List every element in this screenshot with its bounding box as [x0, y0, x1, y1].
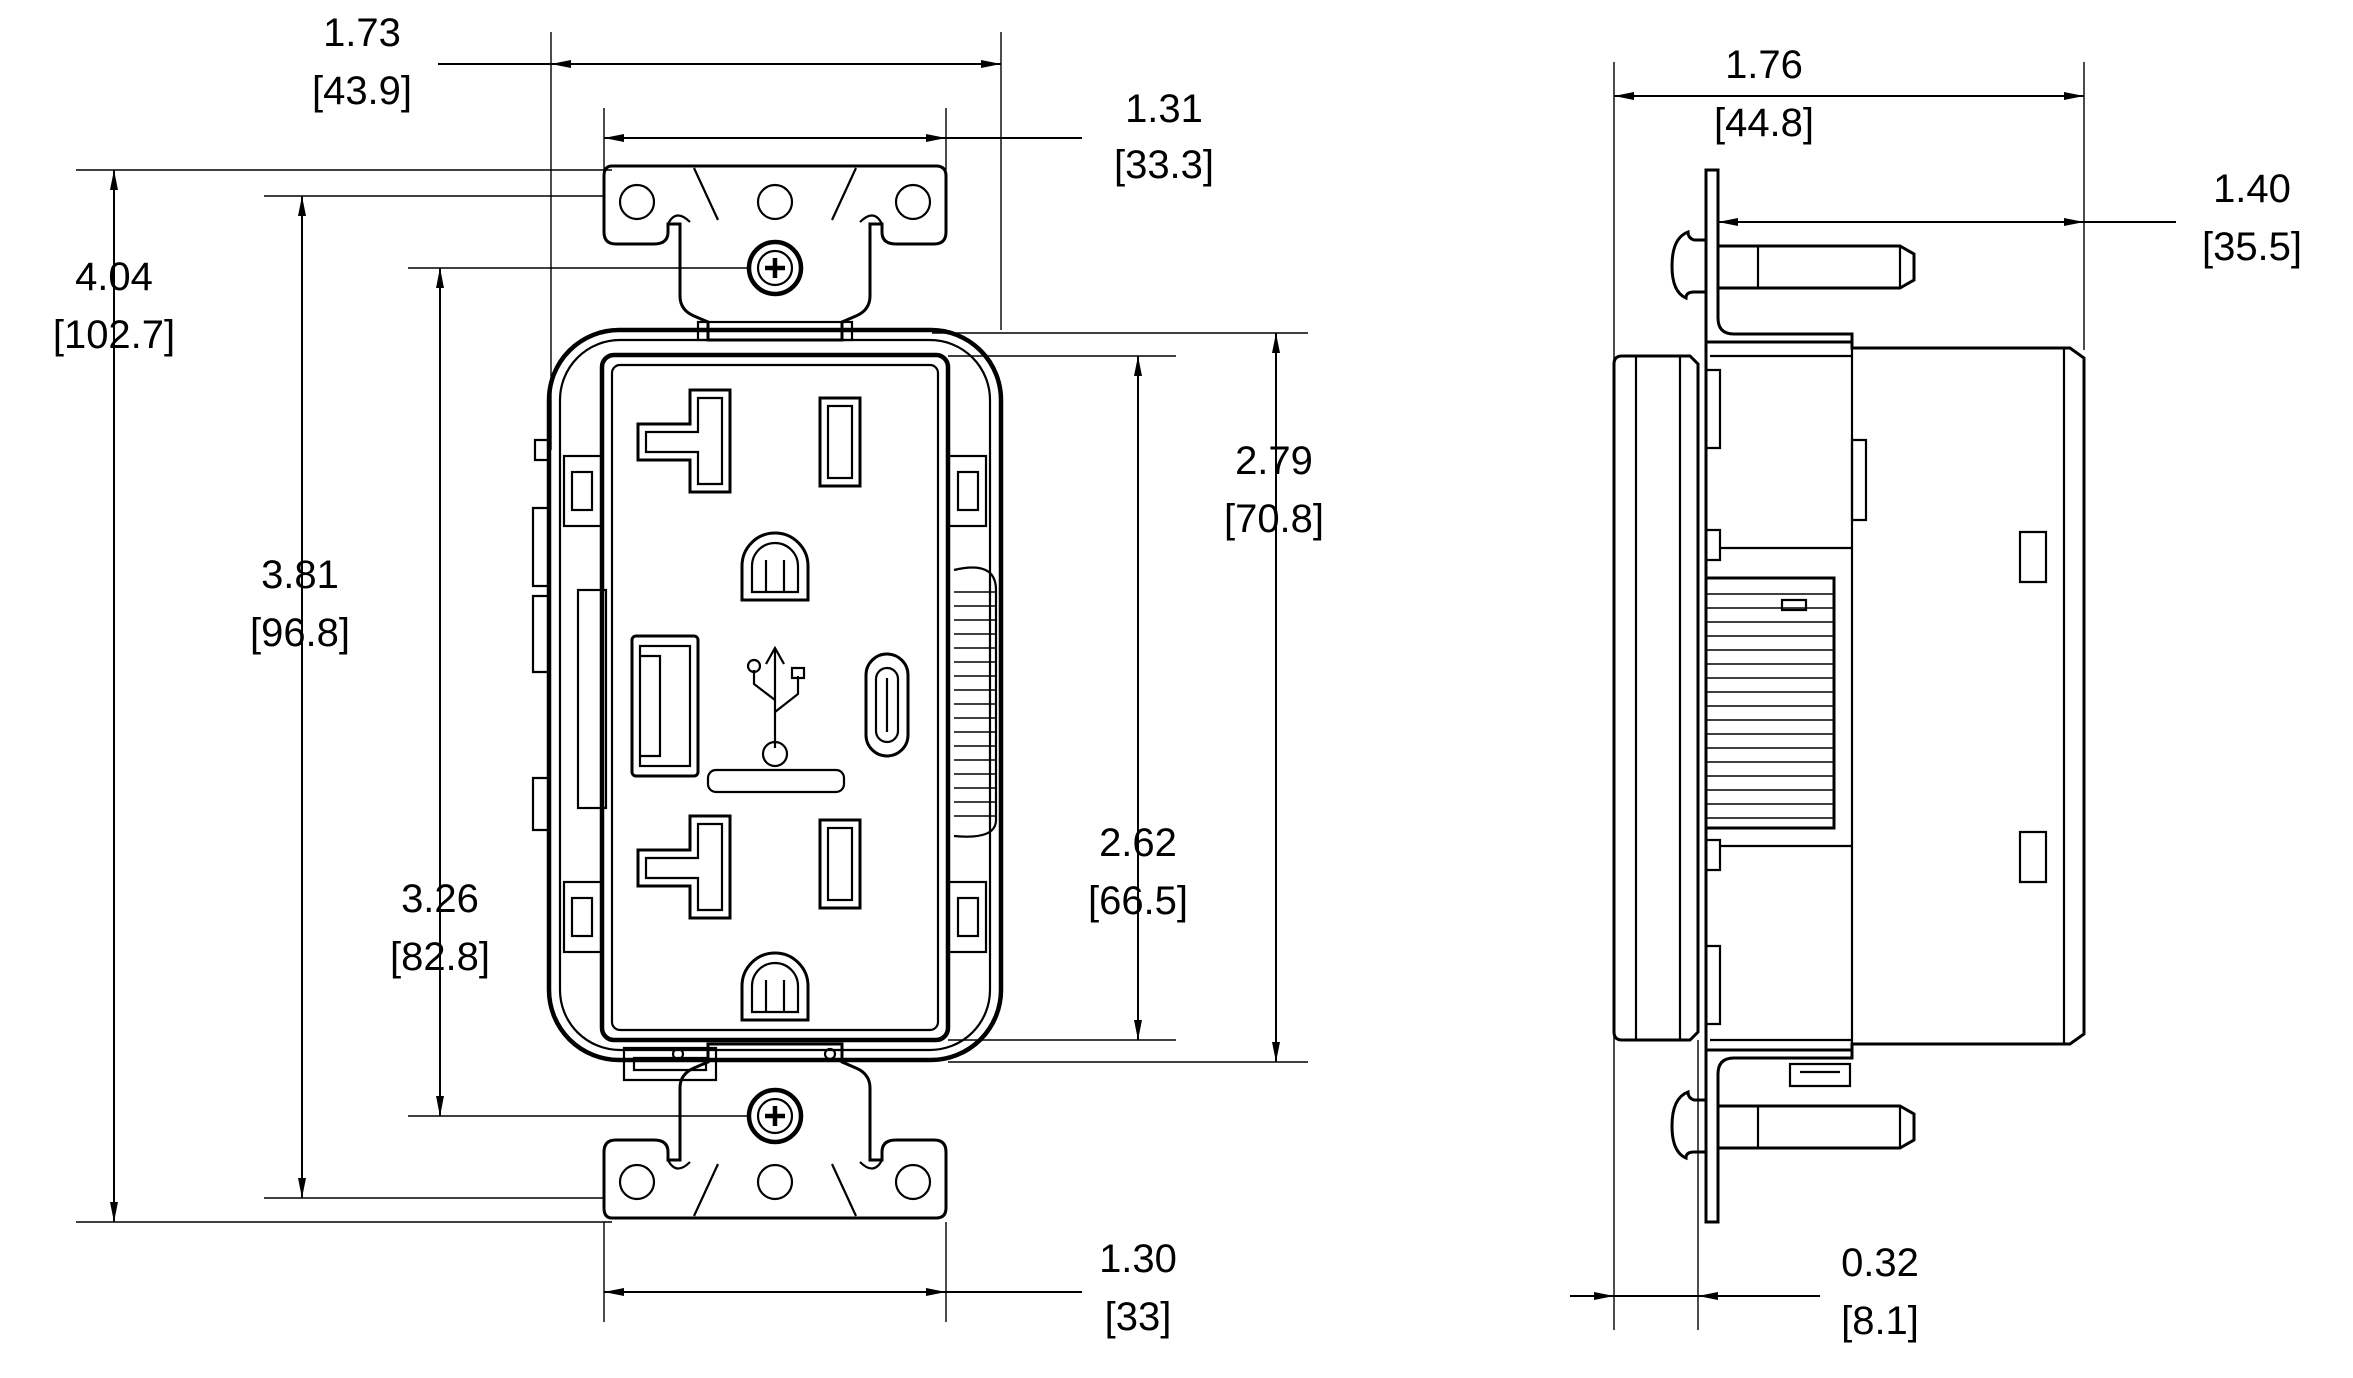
dim-overall-height: 4.04 [102.7] [53, 255, 175, 357]
dim-mm: [43.9] [312, 69, 412, 113]
upper-outlet [636, 388, 862, 602]
dim-inch: 1.31 [1125, 87, 1203, 131]
dim-face-height: 2.62 [66.5] [1088, 821, 1188, 923]
dim-body-height: 2.79 [70.8] [1224, 439, 1324, 541]
dim-screw-spacing: 3.26 [82.8] [390, 877, 490, 979]
top-mounting-strap [602, 164, 948, 342]
dim-mm: [66.5] [1088, 879, 1188, 923]
terminal-clip [946, 880, 988, 954]
dim-mm: [33.3] [1114, 143, 1214, 187]
dim-inch: 1.30 [1099, 1237, 1177, 1281]
lower-outlet [636, 814, 862, 1022]
side-face-plate [1612, 354, 1700, 1042]
side-dimensions [1570, 62, 2176, 1330]
dim-inch: 1.73 [323, 11, 401, 55]
dim-mm: [44.8] [1714, 101, 1814, 145]
usb-a-port [630, 634, 700, 778]
top-screw [746, 239, 804, 297]
side-view: 1.76 [44.8] 1.40 [35.5] 0.32 [8.1] [1570, 43, 2302, 1343]
usb-icon [746, 645, 806, 768]
dim-mm: [33] [1105, 1295, 1172, 1339]
dim-mm: [35.5] [2202, 225, 2302, 269]
front-dimensions [76, 32, 1308, 1322]
bottom-screw [746, 1087, 804, 1145]
dim-inch: 2.79 [1235, 439, 1313, 483]
dim-strap-hole-spacing: 1.31 [33.3] [1114, 87, 1214, 187]
dim-back-depth: 1.40 [35.5] [2202, 167, 2302, 269]
side-body [1704, 340, 2086, 1052]
usb-c-port [864, 652, 910, 758]
dim-face-depth: 0.32 [8.1] [1841, 1241, 1919, 1343]
indicator-bar [706, 768, 846, 794]
side-fin-block [1704, 576, 1836, 830]
dim-overall-depth: 1.76 [44.8] [1714, 43, 1814, 145]
dim-mm: [96.8] [250, 611, 350, 655]
dim-inch: 2.62 [1099, 821, 1177, 865]
side-fins [953, 566, 998, 838]
dim-strap-height: 3.81 [96.8] [250, 553, 350, 655]
dim-overall-width: 1.73 [43.9] [312, 11, 412, 113]
side-top-screw [1670, 229, 1916, 301]
dim-inch: 1.76 [1725, 43, 1803, 87]
receptacle-body [531, 327, 1004, 1063]
dim-inch: 3.26 [401, 877, 479, 921]
dim-inch: 0.32 [1841, 1241, 1919, 1285]
dim-mm: [82.8] [390, 935, 490, 979]
dim-inch: 1.40 [2213, 167, 2291, 211]
terminal-clip [946, 454, 988, 528]
terminal-clip [562, 454, 604, 528]
dim-face-width: 1.30 [33] [1099, 1237, 1177, 1339]
dim-mm: [70.8] [1224, 497, 1324, 541]
dim-inch: 3.81 [261, 553, 339, 597]
dim-mm: [102.7] [53, 313, 175, 357]
dim-mm: [8.1] [1841, 1299, 1919, 1343]
terminal-clip [562, 880, 604, 954]
bottom-mounting-strap [602, 1042, 948, 1220]
receptacle-face [599, 352, 951, 1043]
dim-inch: 4.04 [75, 255, 153, 299]
front-view: 1.73 [43.9] 1.31 [33.3] 4.04 [102.7] 3.8… [53, 11, 1324, 1339]
